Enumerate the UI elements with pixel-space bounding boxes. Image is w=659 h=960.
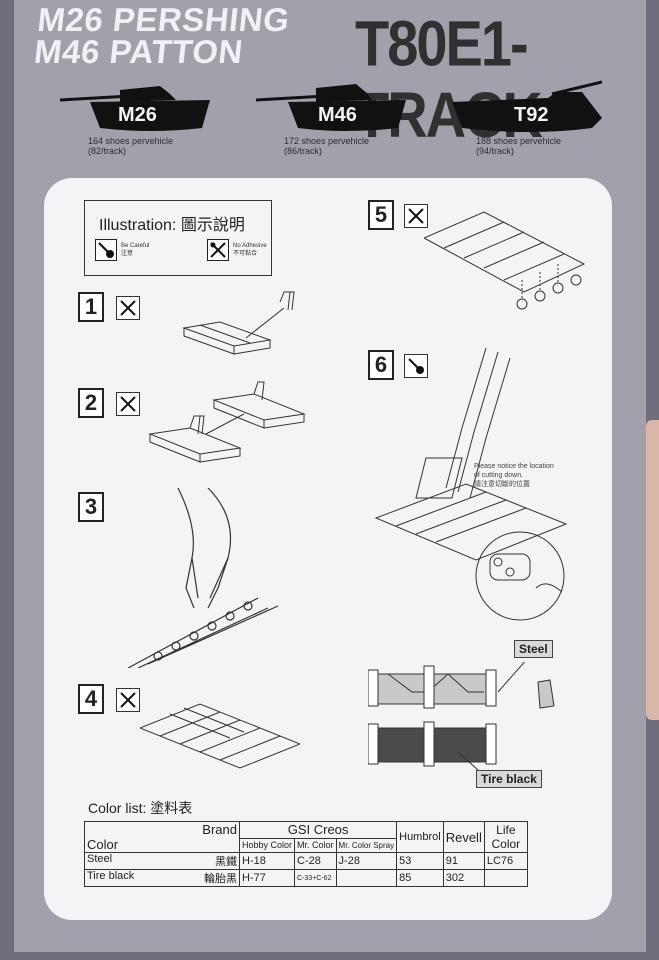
tank-m46: M46 172 shoes pervehicle (86/track) [256,78,406,156]
tank-shoes: 172 shoes pervehicle [284,136,370,146]
tank-t92-silhouette [452,80,602,132]
step-2-drawing [148,381,306,463]
tank-per-track: (86/track) [284,146,323,156]
mr-spray-header: Mr. Color Spray [335,837,398,854]
hobby-cell: H-18 [238,852,296,870]
humbrol-cell: 53 [396,852,444,870]
tank-row: M26 164 shoes pervehicle (82/track) M46 … [60,78,620,178]
be-careful-icon [404,354,428,378]
no-adhesive-icon [116,296,140,320]
step-2-number: 2 [78,388,104,418]
step-4-drawing [140,703,300,769]
humbrol-header: Humbrol [396,821,444,853]
tank-shoes: 188 shoes pervehicle [476,136,562,146]
humbrol-cell: 85 [396,869,444,887]
step-1-number: 1 [78,292,104,322]
revell-cell: 302 [442,869,485,887]
brand-color-header: Brand Color [84,821,240,853]
tank-shoes: 164 shoes pervehicle [88,136,174,146]
track-paint-diagram [368,662,555,771]
illustration-legend: Illustration: 圖示說明 Be Careful 注意 No Adhe… [84,200,272,276]
step-5-number: 5 [368,200,394,230]
step-4-number: 4 [78,684,104,714]
color-name-cell: Tire black 輪胎黑 [84,869,240,887]
tank-code: T92 [514,104,549,126]
model-line-2: M46 PATTON [32,33,245,70]
steel-label: Steel [514,640,553,658]
step-3-drawing [128,488,279,668]
hand-edge [646,420,659,720]
no-adhesive-icon [404,204,428,228]
color-list-title: Color list: 塗料表 [88,800,193,816]
color-name-zh: 黑鐵 [215,856,237,868]
step-6-note: Please notice the location of cutting do… [474,462,604,489]
brand-header: Brand [202,822,237,837]
tank-m26-silhouette [60,86,210,131]
no-adhesive-icon [116,392,140,416]
color-name: Steel [87,853,113,865]
tank-m46-silhouette [256,84,406,131]
mr-color-cell: C-28 [294,852,337,870]
life-color-cell [483,869,528,887]
mr-spray-cell [335,869,398,887]
life-color-header: Life Color [483,821,528,853]
tank-per-track: (94/track) [476,146,515,156]
tank-code: M46 [318,104,357,126]
instruction-panel: Illustration: 圖示說明 Be Careful 注意 No Adhe… [44,178,612,920]
color-name-cell: Steel 黑鐵 [84,852,240,870]
mr-color-header: Mr. Color [294,837,337,854]
step-6-number: 6 [368,350,394,380]
step-3-number: 3 [78,492,104,522]
color-name-zh: 輪胎黑 [204,873,237,885]
step-6-drawing [374,348,568,621]
mr-spray-cell: J-28 [335,852,398,870]
illustration-title: Illustration: 圖示說明 [99,217,245,234]
life-color-cell: LC76 [483,852,528,870]
gsi-header: GSI Creos [238,821,398,839]
color-list-table: Brand Color GSI Creos Humbrol Revell Lif… [84,821,528,887]
step-1-drawing [182,291,295,355]
no-adhesive-label-zh: 不可黏合 [233,251,258,257]
tank-t92: T92 188 shoes pervehicle (94/track) [452,78,602,156]
step-5-drawing [424,211,586,310]
no-adhesive-icon [116,688,140,712]
revell-cell: 91 [442,852,485,870]
hobby-cell: H-77 [238,869,296,887]
tank-per-track: (82/track) [88,146,127,156]
table-row: Steel 黑鐵 H-18 C-28 J-28 53 91 LC76 [84,852,528,870]
model-title: M26 PERSHING M46 PATTON [32,1,292,70]
be-careful-label: Be Careful [121,243,150,249]
no-adhesive-label: No Adhesive [233,243,267,249]
be-careful-icon [95,239,117,261]
mr-color-cell: C-33+C-62 [294,869,337,887]
tank-code: M26 [118,104,157,126]
table-row: Tire black 輪胎黑 H-77 C-33+C-62 85 302 [84,869,528,887]
tank-m26: M26 164 shoes pervehicle (82/track) [60,78,210,156]
note-line-1: Please notice the location [474,463,554,470]
hobby-header: Hobby Color [238,837,296,854]
color-name: Tire black [87,870,135,882]
no-adhesive-icon [207,239,229,261]
revell-header: Revell [442,821,485,853]
tire-black-label: Tire black [476,770,542,788]
note-line-zh: 請注意切斷的位置 [474,481,530,488]
note-line-2: of cutting down. [474,472,524,479]
model-line-1: M26 PERSHING [35,1,292,38]
color-header: Color [87,837,119,852]
be-careful-label-zh: 注意 [121,251,134,257]
